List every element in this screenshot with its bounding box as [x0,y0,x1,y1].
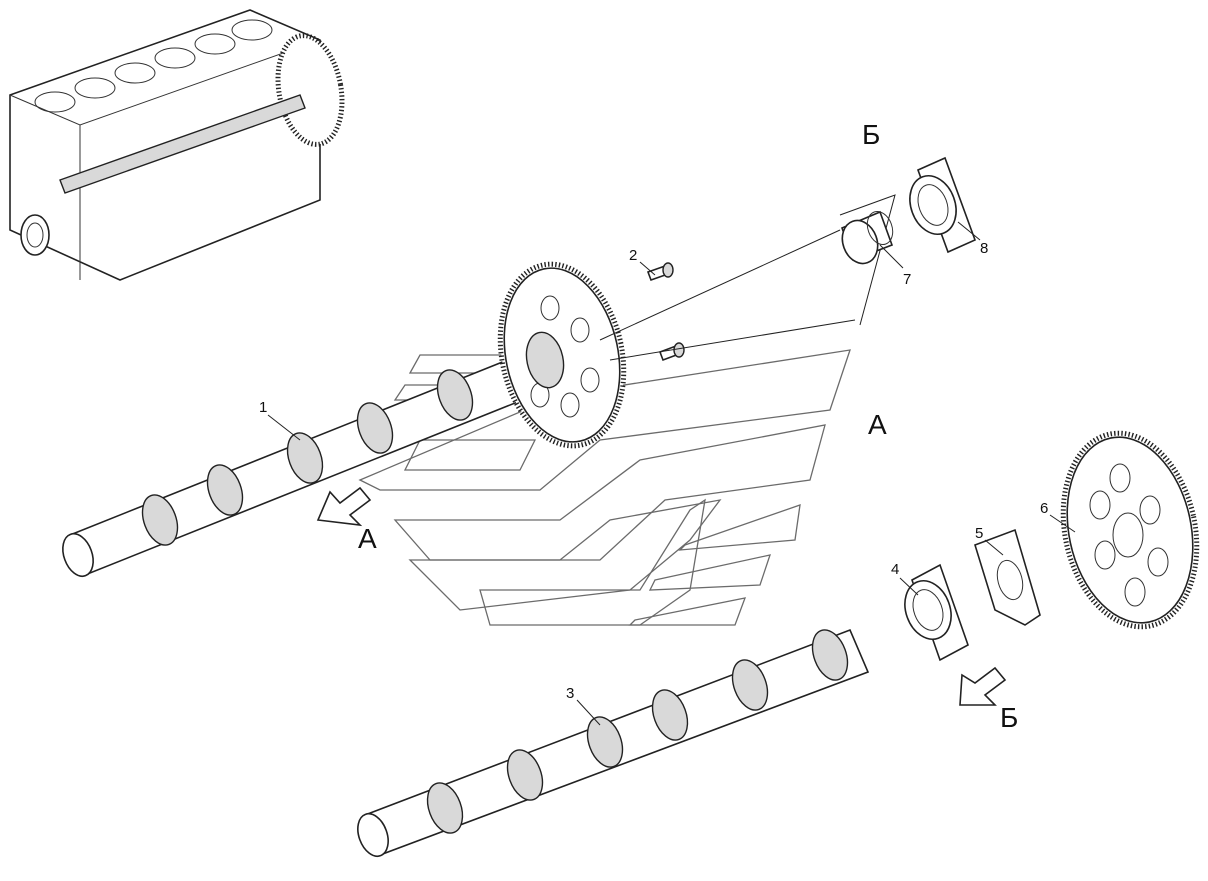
bolt-2 [646,262,685,362]
gasket-5 [974,528,1041,626]
callout-3: 3 [566,685,574,702]
view-label-a-arrow: А [358,523,377,554]
callout-6: 6 [1040,500,1048,517]
callout-1: 1 [259,399,267,416]
view-label-a-detail: А [868,409,887,440]
callout-7: 7 [903,271,911,288]
view-arrow-b [959,666,1007,706]
callout-4: 4 [891,561,899,578]
callout-5: 5 [975,525,983,542]
camshaft-3 [357,628,870,858]
bushing-7 [841,210,894,265]
flange-bushing-4 [904,563,969,662]
callout-8: 8 [980,240,988,257]
detail-b-projection-lines [599,194,896,361]
camshaft-1-gear [497,261,627,449]
view-arrow-a [316,486,372,527]
engine-block-thumbnail [9,9,345,281]
gear-6 [1060,430,1200,630]
flange-bushing-8 [909,156,977,254]
view-label-b-detail: Б [862,119,880,150]
view-label-b-arrow: Б [1000,702,1018,733]
camshaft-1 [62,353,537,578]
callout-leaders [267,221,1076,726]
callout-2: 2 [629,247,637,264]
